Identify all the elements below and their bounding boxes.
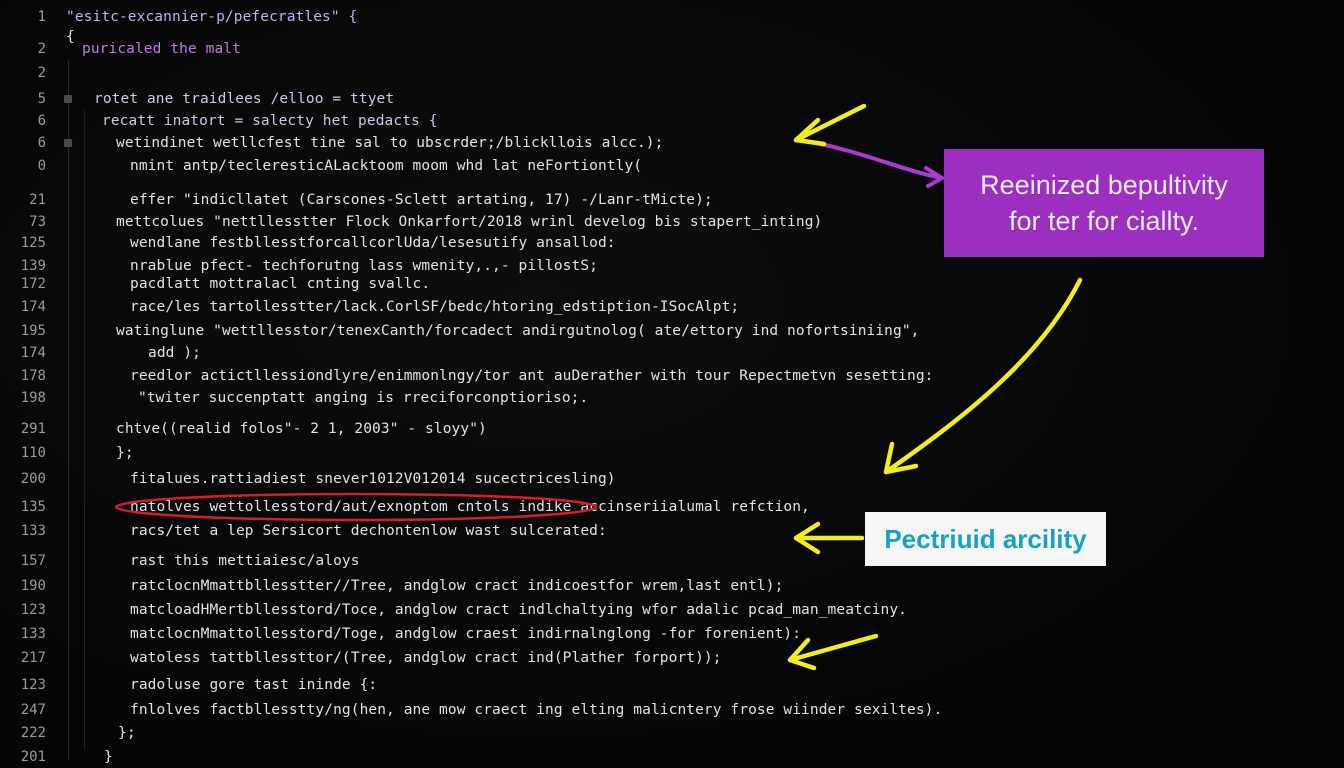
code-text: pacdlatt mottralacl cnting svallc. [130, 276, 431, 292]
line-number: 133 [20, 626, 46, 642]
line-number: 1 [37, 9, 46, 25]
code-text: matcloadHMertbllesstord/Toce, andglow cr… [130, 602, 908, 618]
line-number: 110 [20, 445, 46, 461]
line-number: 125 [20, 235, 46, 251]
code-text: radoluse gore tast ininde {: [130, 677, 378, 693]
line-number: 217 [20, 650, 46, 666]
line-number: 123 [20, 677, 46, 693]
indent-guide [84, 110, 85, 750]
code-text: racs/tet a lep Sersicort dechontenlow wa… [130, 523, 607, 539]
code-text: recatt inatort = salecty het pedacts { [102, 113, 438, 129]
code-text: race/les tartollesstter/lack.CorlSF/bedc… [130, 299, 740, 315]
line-number: 5 [37, 91, 46, 107]
line-number: 6 [37, 135, 46, 151]
code-text: natolves wettollesstord/aut/exnoptom cnt… [130, 499, 810, 515]
line-number: 6 [37, 113, 46, 129]
code-text: chtve((realid folos"- 2 1, 2003" - sloyy… [116, 421, 487, 437]
line-number: 195 [20, 323, 46, 339]
code-text: rotet ane traidlees /elloo = ttyet [94, 91, 395, 107]
code-text: fitalues.rattiadiest snever1012V012014 s… [130, 471, 616, 487]
line-number: 178 [20, 368, 46, 384]
line-number: 200 [20, 471, 46, 487]
line-number: 247 [20, 702, 46, 718]
code-text: nrablue pfect- techforutng lass wmenity,… [130, 258, 598, 274]
line-number: 201 [20, 749, 46, 765]
code-text: add ); [148, 345, 201, 361]
code-text: rast this mettiaiesc/aloys [130, 553, 360, 569]
line-number: 21 [29, 192, 46, 208]
line-number: 157 [20, 553, 46, 569]
code-text: reedlor actictllessiondlyre/enimmonlngy/… [130, 368, 934, 384]
line-number: 222 [20, 725, 46, 741]
line-number: 174 [20, 299, 46, 315]
code-text: watinglune "wettllesstor/tenexCanth/forc… [116, 323, 920, 339]
code-text: }; [118, 725, 136, 741]
line-number: 0 [37, 158, 46, 174]
code-text: matclocnMmattollesstord/Toge, andglow cr… [130, 626, 802, 642]
code-text: { [66, 29, 75, 45]
code-text: ratclocnMmattbllesstter//Tree, andglow c… [130, 578, 784, 594]
indent-guide [68, 60, 69, 760]
code-text: watoless tattbllessttor/(Tree, andglow c… [130, 650, 722, 666]
line-number: 291 [20, 421, 46, 437]
code-text: nmint antp/tecleresticALacktoom moom whd… [130, 158, 643, 174]
code-text: fnlolves factbllesstty/ng(hen, ane mow c… [130, 702, 943, 718]
line-number: 198 [20, 390, 46, 406]
fold-marker-icon[interactable] [64, 139, 72, 147]
line-number: 2 [37, 41, 46, 57]
code-text: wetindinet wetllcfest tine sal to ubscrd… [116, 135, 664, 151]
code-text: effer "indicllatet (Carscones-Sclett art… [130, 192, 713, 208]
code-text: } [104, 749, 113, 765]
fold-marker-icon[interactable] [64, 95, 72, 103]
line-number: 172 [20, 276, 46, 292]
line-number: 135 [20, 499, 46, 515]
code-text: mettcolues "nettllesstter Flock Onkarfor… [116, 214, 823, 230]
line-number: 139 [20, 258, 46, 274]
line-number: 174 [20, 345, 46, 361]
code-text: "twiter succenptatt anging is rreciforco… [138, 390, 589, 406]
line-number: 190 [20, 578, 46, 594]
code-text: wendlane festbllesstforcallcorlUda/leses… [130, 235, 616, 251]
line-number: 73 [29, 214, 46, 230]
line-number: 123 [20, 602, 46, 618]
line-number: 133 [20, 523, 46, 539]
code-text: }; [116, 445, 134, 461]
line-number: 2 [37, 65, 46, 81]
code-text: "esitc-excannier-p/pefecratles" { [66, 9, 358, 25]
code-text: puricaled the malt [82, 41, 241, 57]
